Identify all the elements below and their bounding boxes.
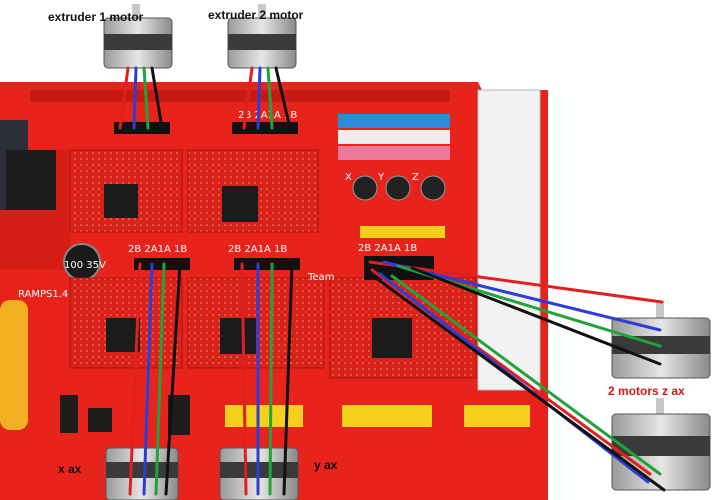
axis-mark-z: Z <box>412 172 419 183</box>
team-mark: Team <box>307 272 334 283</box>
wire-y-black <box>282 262 294 496</box>
wire-e1-red <box>118 66 130 130</box>
bottom-pin-blocks <box>60 395 190 435</box>
motor-x <box>105 447 179 500</box>
jumper-strips <box>338 114 450 238</box>
label-z-axis: 2 motors z ax <box>608 384 685 398</box>
y-pin-label: 2B 2A1A 1B <box>228 244 287 255</box>
driver-e0 <box>69 149 183 233</box>
label-extruder-1: extruder 1 motor <box>48 10 144 24</box>
wire-x-red <box>128 262 142 496</box>
wire-z1-black <box>410 266 662 366</box>
driver-y <box>187 277 325 369</box>
x-pin-label: 2B 2A1A 1B <box>128 244 187 255</box>
wire-e1-green <box>142 66 150 130</box>
wire-z2-green <box>390 274 662 476</box>
label-x-axis: x ax <box>58 462 82 476</box>
right-pin-header <box>477 89 541 391</box>
silkscreen: 2B 2A1A 1B 2B 2A1A 1B 2B 2A1A 1B 2B 2A1A… <box>18 110 419 300</box>
axis-mark-x: X <box>345 172 352 183</box>
model-mark: RAMPS1.4 <box>18 289 68 300</box>
motor-extruder-2 <box>227 4 297 69</box>
e1-pin-label: 2B 2A1A 1B <box>238 110 297 121</box>
top-pin-header <box>30 90 450 102</box>
driver-x <box>69 277 183 369</box>
wire-x-black <box>164 262 182 496</box>
motor-z-1 <box>611 302 711 379</box>
motor-extruder-1 <box>103 4 173 69</box>
cap-value: 100 35V <box>64 260 106 271</box>
wire-y-red <box>240 262 248 496</box>
wire-z1-blue <box>382 260 662 332</box>
small-capacitors <box>352 175 446 201</box>
header-sockets <box>114 122 434 280</box>
driver-e1 <box>187 149 319 233</box>
wire-e2-black <box>274 66 292 130</box>
wire-y-green <box>268 262 274 496</box>
power-connector <box>0 120 56 430</box>
wire-e1-blue <box>132 66 138 130</box>
z-pin-label: 2B 2A1A 1B <box>358 243 417 254</box>
label-extruder-2: extruder 2 motor <box>208 8 304 22</box>
wire-e2-red <box>242 66 254 130</box>
wire-e2-green <box>266 66 274 130</box>
motor-z-2 <box>611 398 711 491</box>
wire-z1-red <box>368 260 664 304</box>
wire-x-green <box>154 262 166 496</box>
wire-x-blue <box>142 262 154 496</box>
axis-mark-y: Y <box>377 172 385 183</box>
wire-e1-black <box>150 66 164 130</box>
wire-e2-blue <box>256 66 262 130</box>
wire-z2-black <box>374 276 666 492</box>
label-y-axis: y ax <box>314 458 338 472</box>
motor-wires <box>118 66 666 496</box>
